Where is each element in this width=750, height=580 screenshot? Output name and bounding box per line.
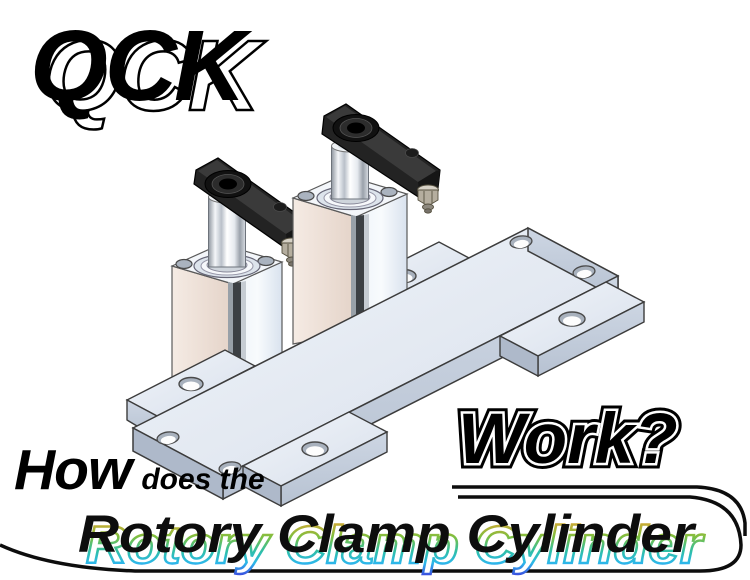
logo-text: QCK: [30, 10, 246, 122]
question-word-outer-outline: Work?: [453, 399, 684, 481]
subject-title: Rotory Clamp Cylinder: [78, 505, 698, 564]
clamp-arm: [321, 103, 441, 199]
mounting-plate: [131, 226, 646, 508]
plate-lug-front-right: [498, 281, 646, 378]
logo: QCK QCK: [28, 14, 348, 154]
rotary-clamp-cylinder-right: [291, 103, 441, 345]
rounded-frame: [0, 495, 743, 573]
headline-lead-subtext: does the: [141, 463, 265, 496]
question-word-white-outline: Work?: [456, 400, 681, 479]
headline-lead: How does the: [14, 442, 265, 499]
plate-holes: [156, 235, 596, 475]
subject-title-rainbow-outline: Rotory Clamp Cylinder: [86, 516, 706, 575]
question-word: Work?: [458, 400, 678, 479]
underline-outer: [452, 485, 747, 536]
arm-end-fitting: [417, 184, 439, 214]
headline-lead-word: How: [14, 438, 132, 502]
logo-text-shadow: QCK: [43, 20, 262, 132]
plate-lug-front-middle: [241, 411, 389, 508]
sensor-groove: [351, 214, 369, 332]
headline-question: Work? Work? Work?: [453, 399, 750, 494]
